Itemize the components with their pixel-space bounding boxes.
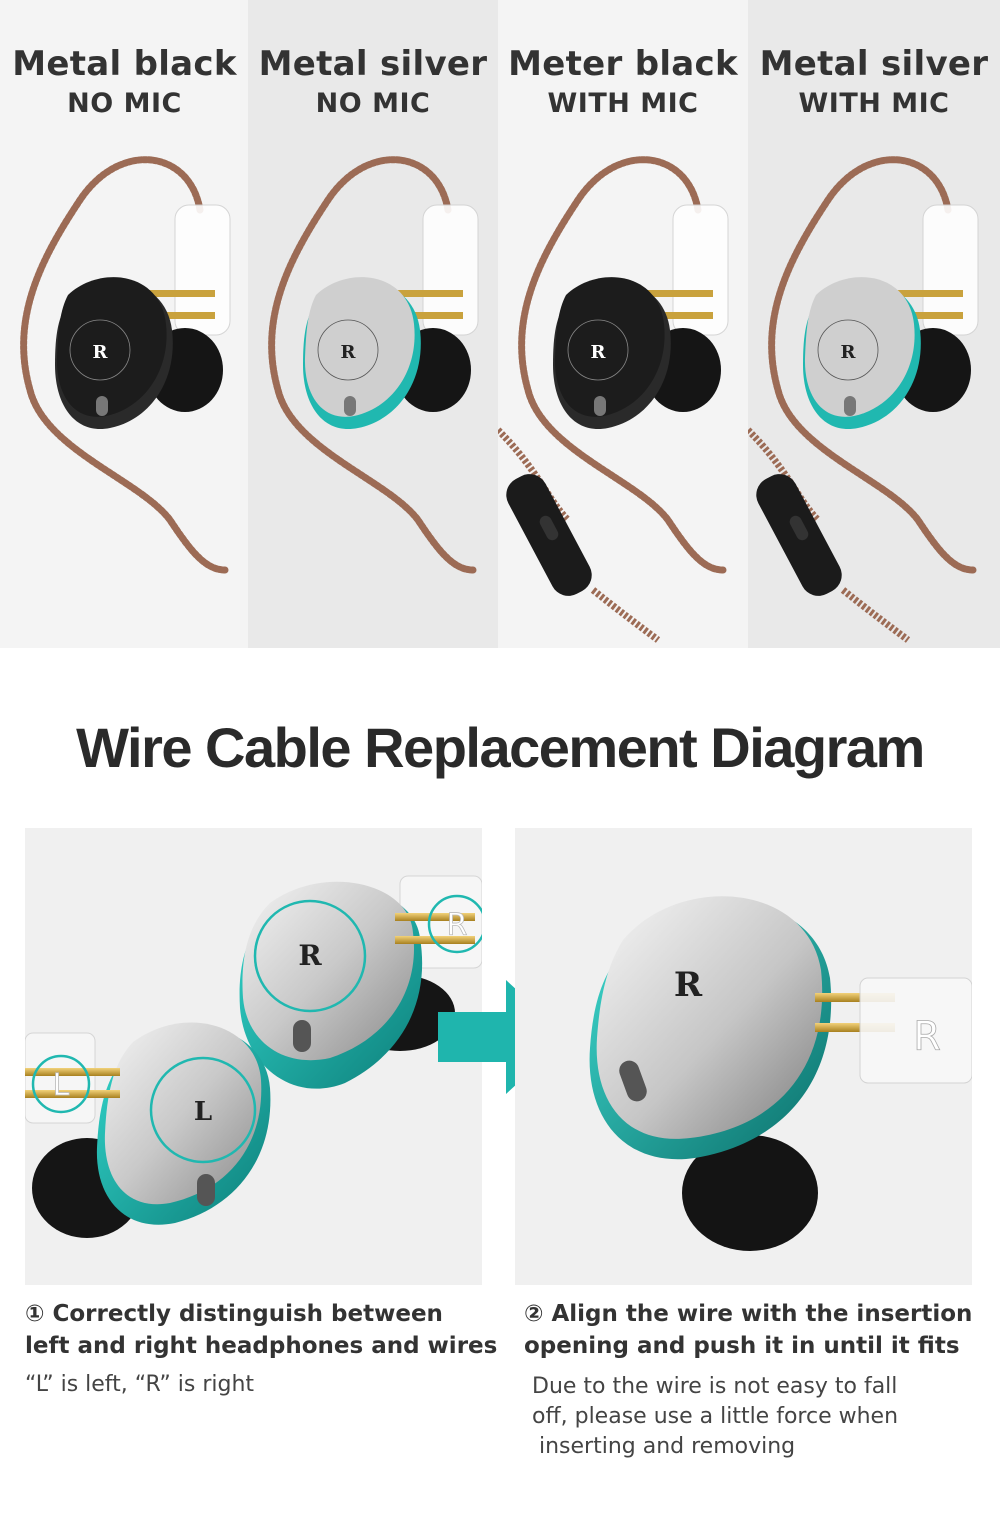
page-heading: Wire Cable Replacement Diagram <box>76 716 925 779</box>
gold-pin <box>395 913 475 921</box>
plug-right-letter: R <box>447 908 468 943</box>
gold-pin <box>888 312 963 319</box>
logo-ring <box>69 319 131 381</box>
left-earphone <box>25 1022 271 1238</box>
variant-metal-silver-with-mic: Metal silver WITH MIC R <box>748 0 1000 648</box>
variant-subtitle: NO MIC <box>315 88 431 119</box>
variant-metal-black-no-mic: Metal black NO MIC R <box>0 0 249 648</box>
variant-meter-black-with-mic: Meter black WITH MIC R <box>498 0 748 648</box>
plug-letter: R <box>913 1014 941 1060</box>
step2-title-line2: opening and push it in until it fits <box>524 1333 960 1359</box>
cable <box>518 156 727 574</box>
right-letter: R <box>298 939 322 972</box>
gold-pin <box>140 290 215 297</box>
faceplate <box>554 277 665 417</box>
gold-pin <box>25 1090 120 1098</box>
vent-grille <box>96 396 108 416</box>
shell-letter: R <box>93 342 109 363</box>
shell-letter: R <box>841 342 857 363</box>
variant-title: Metal silver <box>759 44 989 84</box>
gold-pin <box>815 1023 895 1032</box>
variant-subtitle: NO MIC <box>67 88 182 119</box>
step2-image: R R <box>515 828 972 1285</box>
gold-pin <box>388 290 463 297</box>
l-pin-highlight <box>31 1054 91 1114</box>
earphone-illustration: R <box>498 156 729 643</box>
variant-title: Meter black <box>508 44 738 84</box>
variant-title: Metal black <box>12 44 237 84</box>
step1-title-line1: ① Correctly distinguish between <box>25 1301 443 1327</box>
step2-title: ② Align the wire with the insertion open… <box>524 1298 972 1362</box>
vent-grille <box>344 396 356 416</box>
gold-pin <box>388 312 463 319</box>
vent-grille <box>197 1174 215 1206</box>
cable <box>590 587 661 643</box>
faceplate <box>804 277 915 417</box>
gold-pin <box>638 312 713 319</box>
logo-ring <box>817 319 879 381</box>
step2-body-line3: inserting and removing <box>532 1434 796 1459</box>
earphone-illustration: R <box>748 156 979 643</box>
logo-ring <box>317 319 379 381</box>
step2-body: Due to the wire is not easy to fall off,… <box>532 1372 898 1462</box>
step1-title-line2: left and right headphones and wires <box>25 1333 498 1359</box>
step1-title: ① Correctly distinguish between left and… <box>25 1298 497 1362</box>
step2-body-line1: Due to the wire is not easy to fall <box>532 1374 898 1399</box>
gold-pin <box>140 312 215 319</box>
left-right-earphones-illustration: R L R L <box>25 875 482 1238</box>
earphone-illustration: R <box>20 156 231 574</box>
plug-left-letter: L <box>53 1068 70 1103</box>
gold-pin <box>25 1068 120 1076</box>
variant-metal-silver-no-mic: Metal silver NO MIC R <box>248 0 498 648</box>
cable <box>768 156 977 574</box>
faceplate <box>56 277 167 417</box>
vent-grille <box>293 1020 311 1052</box>
r-pin-highlight <box>427 894 482 954</box>
vent-grille <box>594 396 606 416</box>
silver-faceplate <box>596 896 823 1139</box>
r-highlight-ring <box>253 899 367 1013</box>
cable <box>20 156 229 574</box>
step2-body-line2: off, please use a little force when <box>532 1404 899 1429</box>
l-highlight-ring <box>149 1056 257 1164</box>
vent-grille <box>619 1060 647 1102</box>
gold-pin <box>888 290 963 297</box>
cable <box>268 156 477 574</box>
step2-title-line1: ② Align the wire with the insertion <box>524 1301 973 1327</box>
vent-grille <box>844 396 856 416</box>
variant-title: Metal silver <box>258 44 488 84</box>
left-letter: L <box>194 1097 212 1127</box>
step1-image: R L R L <box>25 828 482 1285</box>
shell-letter: R <box>591 342 607 363</box>
mic-button <box>539 515 559 541</box>
gold-pin <box>638 290 713 297</box>
insert-wire-illustration: R R <box>589 896 972 1251</box>
left-cable-plug <box>25 1032 96 1124</box>
right-earphone <box>239 881 482 1089</box>
earphone-illustration: R <box>268 156 479 574</box>
mic-button <box>789 515 809 541</box>
variant-gallery: Metal black NO MIC R Metal silver NO MIC… <box>0 0 1000 648</box>
cable-plug <box>859 977 972 1084</box>
faceplate <box>304 277 415 417</box>
shell-letter: R <box>674 965 703 1005</box>
cable <box>840 587 911 643</box>
variant-subtitle: WITH MIC <box>547 88 699 119</box>
variant-subtitle: WITH MIC <box>798 88 950 119</box>
step1-body-line1: “L” is left, “R” is right <box>25 1372 255 1397</box>
gold-pin <box>815 993 895 1002</box>
shell-letter: R <box>341 342 357 363</box>
step1-body: “L” is left, “R” is right <box>25 1370 254 1400</box>
ear-tip <box>682 1135 818 1251</box>
logo-ring <box>567 319 629 381</box>
